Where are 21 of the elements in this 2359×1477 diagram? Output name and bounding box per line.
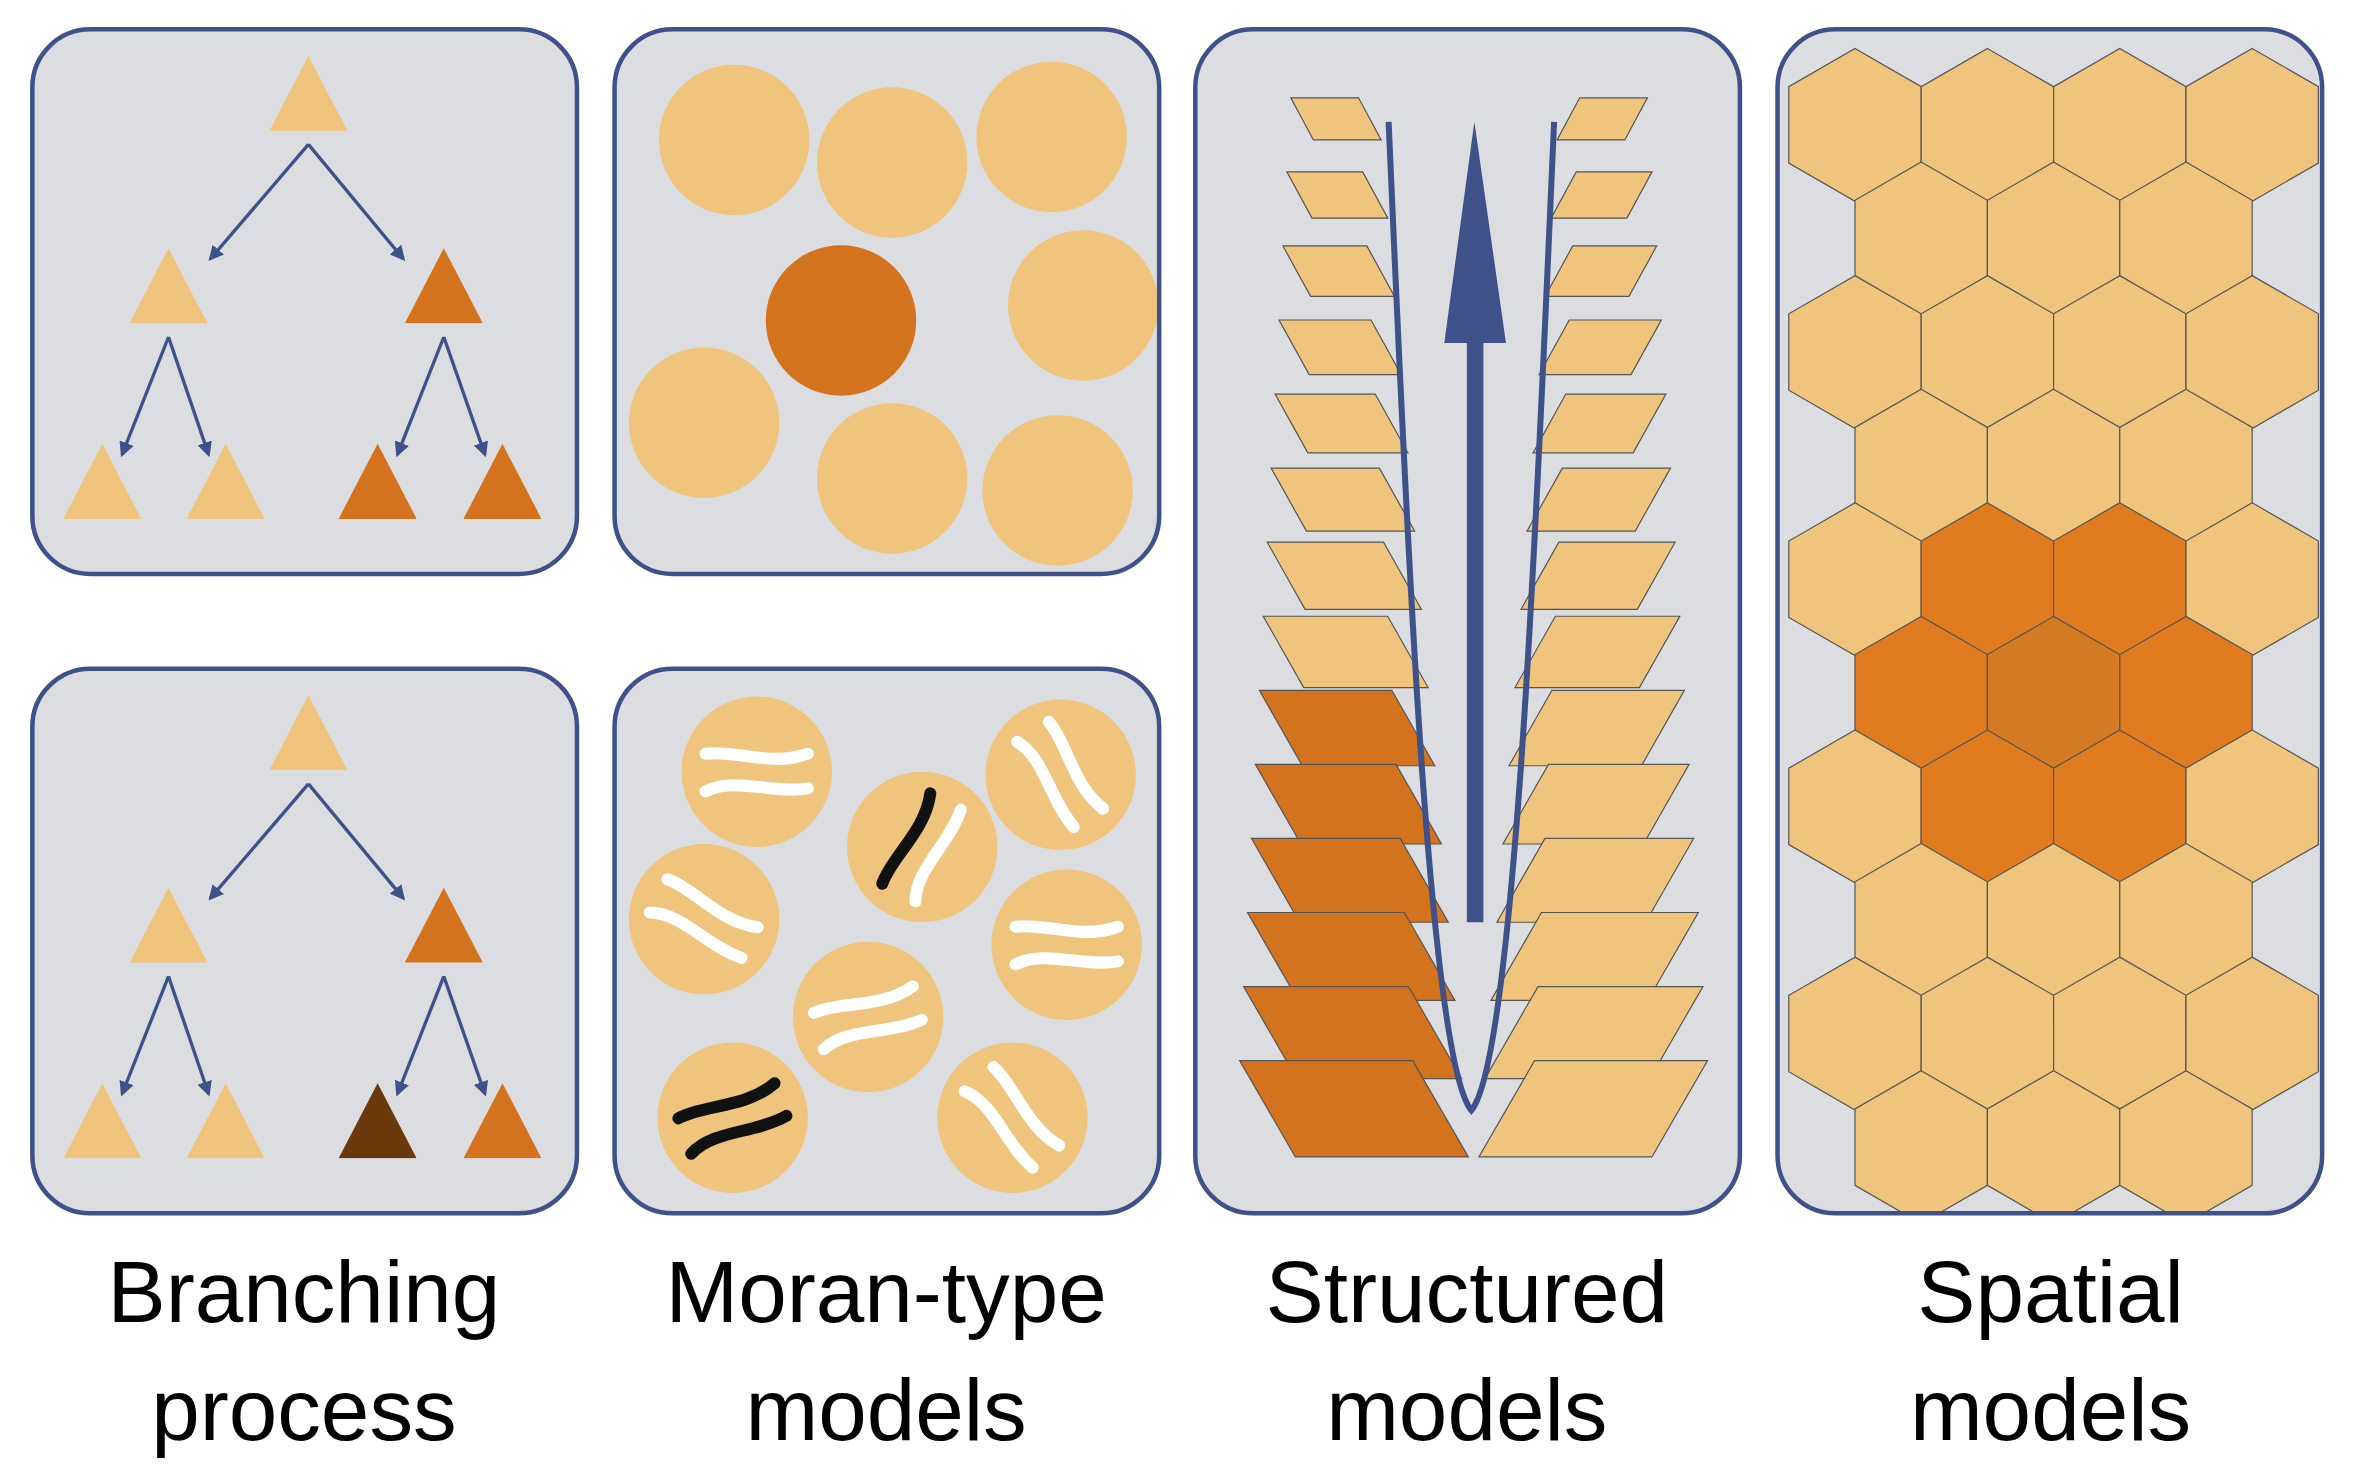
- panel-caption: Moran-type models: [664, 1241, 1108, 1460]
- arrow: [119, 336, 171, 458]
- arrow: [208, 782, 310, 901]
- panel: [30, 27, 580, 577]
- arrow: [442, 975, 488, 1097]
- panel: [612, 666, 1162, 1216]
- panel: [1193, 27, 1743, 1216]
- panel-caption: Structured models: [1264, 1241, 1670, 1460]
- arrow: [166, 336, 212, 458]
- arrow: [307, 143, 406, 262]
- arrow: [394, 975, 446, 1097]
- arrow: [208, 143, 310, 262]
- panel-caption: Spatial models: [1908, 1241, 2193, 1460]
- arrow: [166, 975, 212, 1097]
- arrow: [442, 336, 488, 458]
- arrow: [394, 336, 446, 458]
- panel: [30, 666, 580, 1216]
- arrow: [119, 975, 171, 1097]
- arrow: [307, 782, 406, 901]
- panel: [612, 27, 1162, 577]
- panel-caption: Branching process: [106, 1241, 502, 1460]
